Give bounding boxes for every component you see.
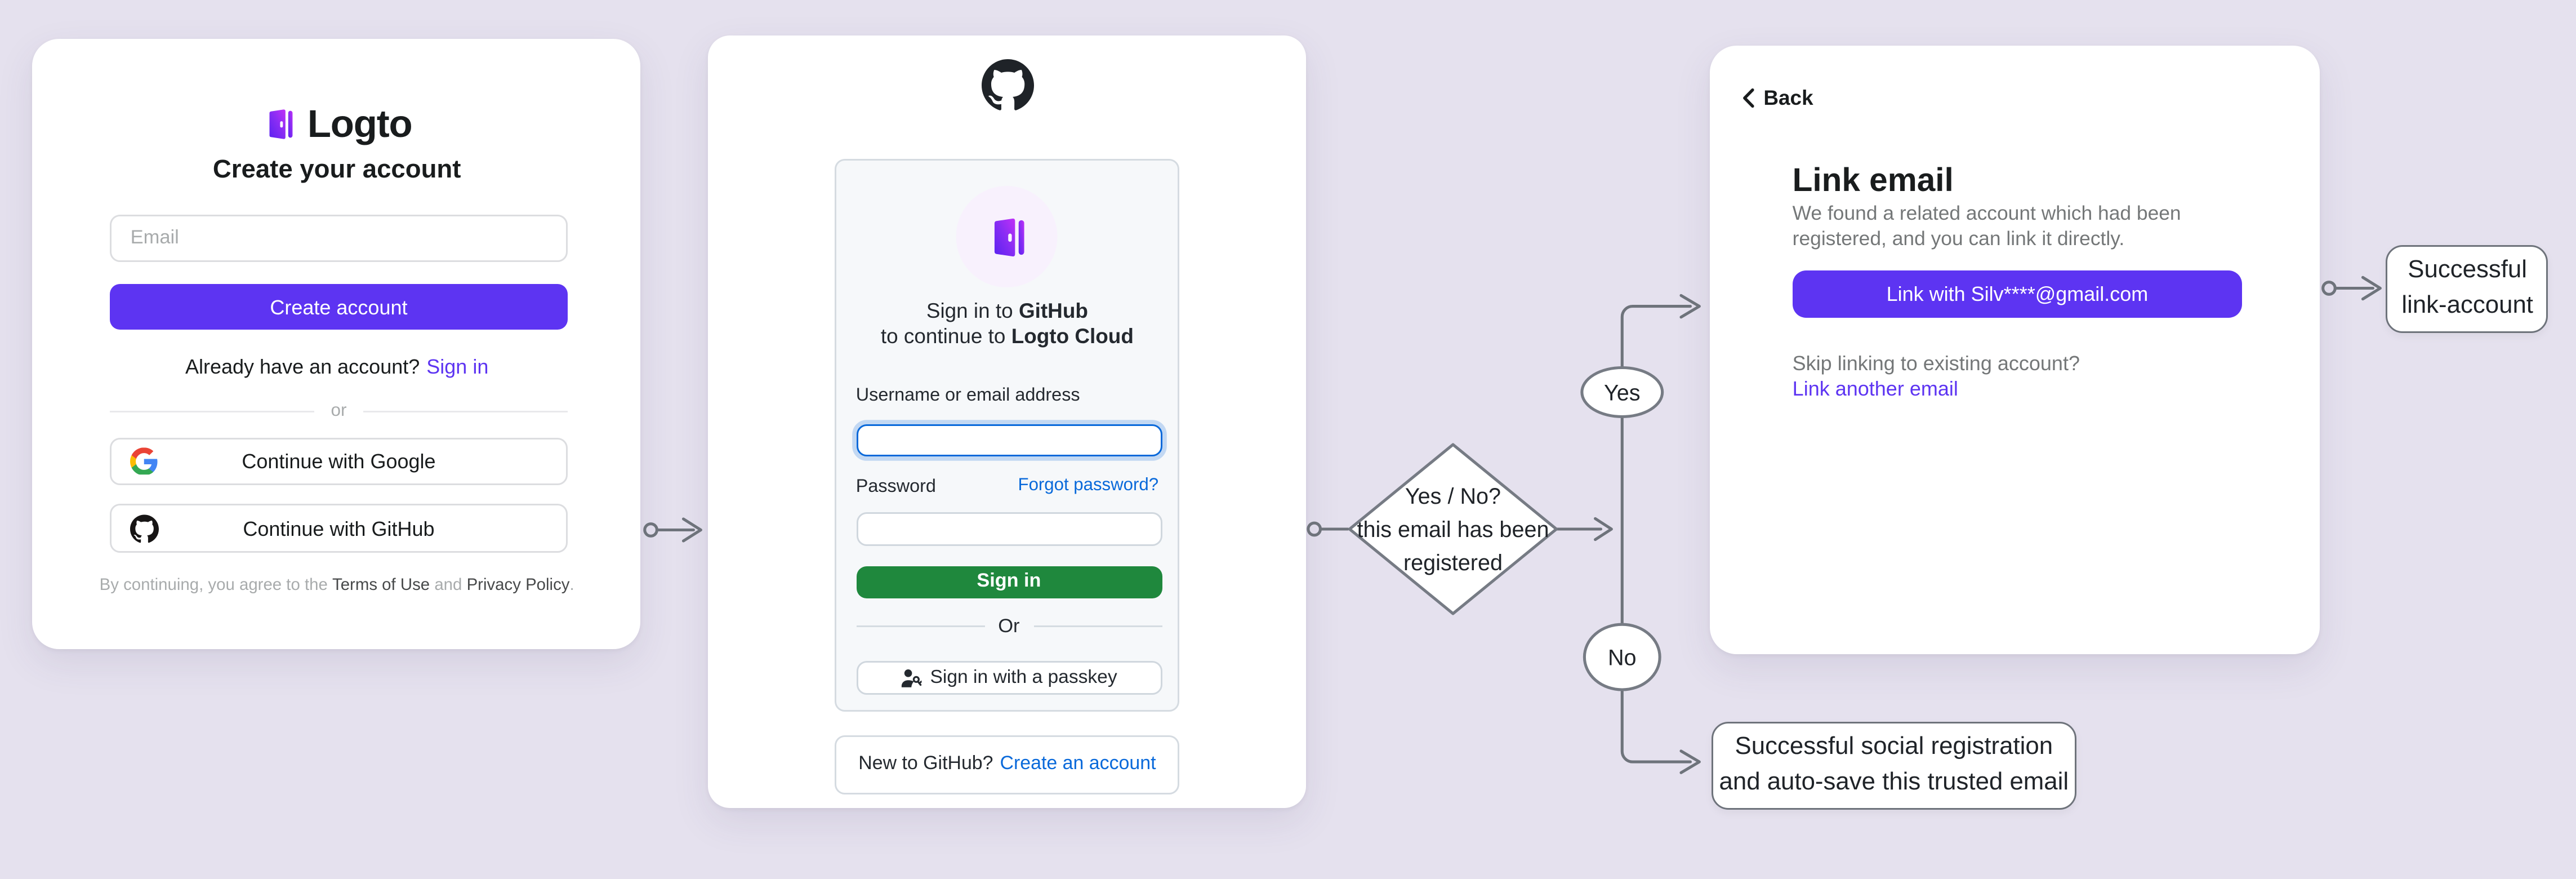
email-field[interactable] — [110, 215, 568, 263]
connector-decision-to-branch — [1555, 517, 1613, 541]
decision-line2: this email has been — [1357, 517, 1549, 542]
signin-link[interactable]: Sign in — [426, 354, 489, 379]
create-account-button[interactable]: Create account — [110, 284, 568, 331]
chevron-left-icon — [1741, 87, 1755, 108]
connector-logto-to-github — [643, 517, 702, 543]
divider-label: or — [331, 401, 347, 421]
success-social-line2: and auto-save this trusted email — [1719, 769, 2069, 797]
success-social-registration-node: Successful social registration and auto-… — [1711, 722, 2077, 810]
github-signin-card: Sign in to GitHub to continue to Logto C… — [708, 36, 1307, 809]
link-another-email-link[interactable]: Link another email — [1792, 376, 1958, 401]
divider-line — [363, 410, 568, 412]
terms-and: and — [430, 576, 467, 595]
logto-door-icon — [984, 214, 1030, 260]
link-email-title: Link email — [1792, 162, 1954, 199]
google-button-label: Continue with Google — [242, 449, 436, 473]
brand-name: Logto — [307, 101, 413, 145]
heading2-prefix: to continue to — [880, 324, 1011, 348]
divider-line — [855, 625, 985, 628]
username-label: Username or email address — [855, 385, 1080, 406]
continue-github-button[interactable]: Continue with GitHub — [110, 504, 568, 553]
terms-note: By continuing, you agree to the Terms of… — [66, 576, 607, 596]
passkey-person-key-icon — [901, 667, 922, 689]
connector-linkcard-to-success — [2321, 276, 2382, 301]
link-email-card: Back Link email We found a related accou… — [1710, 46, 2320, 654]
passkey-button-label: Sign in with a passkey — [930, 667, 1117, 688]
logto-app-avatar — [956, 185, 1058, 288]
signin-prompt: Already have an account? — [185, 354, 420, 379]
link-with-email-button[interactable]: Link with Silv****@gmail.com — [1792, 271, 2243, 318]
success-link-line2: link-account — [2401, 291, 2533, 319]
terms-suffix: . — [569, 576, 574, 595]
footer-prompt: New to GitHub? — [858, 754, 993, 775]
no-node: No — [1583, 623, 1661, 691]
terms-prefix: By continuing, you agree to the — [99, 576, 333, 595]
connector-github-to-decision — [1307, 521, 1349, 537]
branch-trunk — [1620, 294, 1701, 774]
logto-signup-card: Logto Create your account Create account… — [33, 39, 641, 650]
privacy-policy-link[interactable]: Privacy Policy — [466, 576, 570, 595]
password-input[interactable] — [855, 513, 1162, 546]
heading-github: GitHub — [1018, 299, 1088, 323]
arrow-to-social-box — [1679, 749, 1701, 774]
success-link-account-node: Successful link-account — [2386, 244, 2549, 332]
create-github-account-link[interactable]: Create an account — [1000, 754, 1156, 775]
github-signin-button[interactable]: Sign in — [855, 565, 1162, 600]
divider-label: Or — [998, 616, 1020, 637]
signin-prompt-row: Already have an account?Sign in — [33, 354, 641, 378]
success-social-line1: Successful social registration — [1735, 734, 2053, 761]
back-label: Back — [1763, 86, 1813, 110]
yes-node: Yes — [1580, 366, 1664, 419]
back-button[interactable]: Back — [1741, 86, 1813, 109]
divider-line — [1033, 625, 1162, 628]
page-title: Create your account — [212, 156, 461, 185]
divider-line — [110, 410, 314, 412]
github-octocat-logo-icon — [708, 59, 1307, 111]
continue-google-button[interactable]: Continue with Google — [110, 437, 568, 485]
decision-diamond: Yes / No? this email has been registered — [1348, 443, 1558, 615]
logto-door-icon — [262, 106, 297, 141]
username-input[interactable] — [855, 424, 1162, 458]
passkey-signin-button[interactable]: Sign in with a passkey — [855, 660, 1162, 695]
forgot-password-link[interactable]: Forgot password? — [1018, 477, 1159, 496]
github-button-label: Continue with GitHub — [243, 516, 435, 540]
logto-logo: Logto — [33, 101, 641, 145]
or-divider: Or — [855, 616, 1162, 637]
github-footer-box: New to GitHub? Create an account — [834, 735, 1180, 794]
terms-of-use-link[interactable]: Terms of Use — [332, 576, 430, 595]
link-email-description: We found a related account which had bee… — [1792, 201, 2181, 250]
heading-prefix: Sign in to — [926, 299, 1019, 323]
or-divider: or — [110, 401, 568, 421]
decision-line3: registered — [1403, 551, 1503, 575]
password-label: Password — [855, 477, 936, 498]
heading-logto-cloud: Logto Cloud — [1011, 324, 1134, 348]
decision-line1: Yes / No? — [1405, 484, 1501, 509]
skip-prompt: Skip linking to existing account? — [1792, 352, 2080, 376]
no-label: No — [1608, 646, 1637, 671]
yes-label: Yes — [1604, 381, 1641, 406]
success-link-line1: Successful — [2408, 256, 2528, 283]
signin-heading: Sign in to GitHub to continue to Logto C… — [836, 300, 1178, 348]
github-signin-panel: Sign in to GitHub to continue to Logto C… — [834, 159, 1180, 712]
arrow-to-link-card — [1679, 294, 1701, 319]
